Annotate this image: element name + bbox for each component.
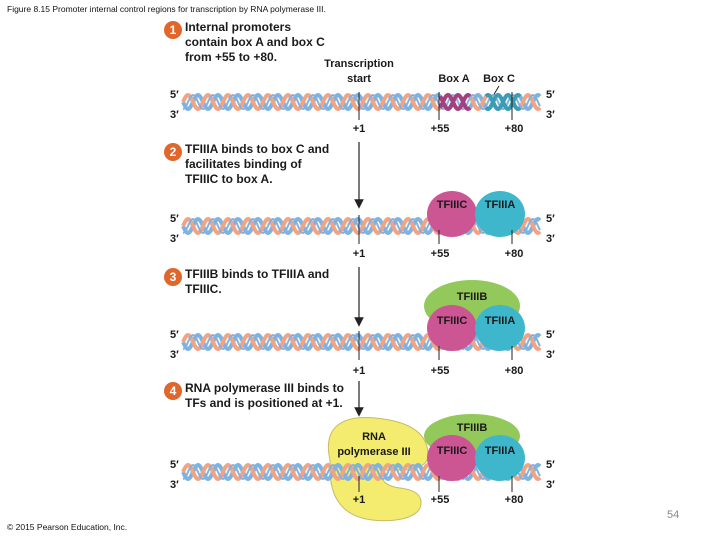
step-1-line-3: from +55 to +80.	[185, 50, 277, 64]
box-a-region	[438, 92, 472, 112]
five-prime-right-1: 5′	[546, 89, 555, 101]
pos-plus80-2: +80	[505, 248, 524, 260]
transcription-start-label-2: start	[347, 73, 371, 85]
five-prime-right-2: 5′	[546, 213, 555, 225]
three-prime-left-1: 3′	[170, 109, 179, 121]
transcription-start-label-1: Transcription	[324, 58, 394, 70]
tfiiic-label-3: TFIIIC	[437, 315, 468, 327]
tfiiic-protein-3	[427, 305, 477, 351]
step-3-line-1: TFIIIB binds to TFIIIA and	[185, 267, 329, 281]
three-prime-right-2: 3′	[546, 233, 555, 245]
five-prime-right-3: 5′	[546, 329, 555, 341]
pos-plus55-4: +55	[431, 494, 450, 506]
rna-pol-label-1: RNA	[362, 431, 386, 443]
five-prime-left-4: 5′	[170, 459, 179, 471]
step-2: 2 TFIIIA binds to box C and facilitates …	[164, 142, 555, 260]
dna-strand-blue-inner	[182, 333, 541, 351]
pos-plus1-1: +1	[353, 123, 366, 135]
three-prime-right-1: 3′	[546, 109, 555, 121]
step-4: 4 RNA polymerase III binds to TFs and is…	[164, 381, 555, 522]
step-1-number: 1	[170, 23, 177, 37]
dna-strand-blue-inner	[182, 93, 541, 111]
three-prime-left-3: 3′	[170, 349, 179, 361]
dna-strand-blue-inner	[182, 217, 541, 235]
tfiiia-label-3: TFIIIA	[485, 315, 516, 327]
step-4-line-1: RNA polymerase III binds to	[185, 381, 344, 395]
step-2-line-1: TFIIIA binds to box C and	[185, 142, 329, 156]
step-3-number: 3	[170, 270, 177, 284]
tfiiia-protein-2	[475, 191, 525, 237]
box-c-region	[484, 92, 522, 112]
step-1-line-1: Internal promoters	[185, 20, 291, 34]
tfiiic-label-2: TFIIIC	[437, 199, 468, 211]
rna-pol-label-2: polymerase III	[337, 446, 410, 458]
dna-strand-blue-inner	[182, 463, 541, 481]
three-prime-left-4: 3′	[170, 479, 179, 491]
step-4-line-2: TFs and is positioned at +1.	[185, 396, 343, 410]
five-prime-left-2: 5′	[170, 213, 179, 225]
step-1: 1 Internal promoters contain box A and b…	[164, 20, 555, 135]
pos-plus80-1: +80	[505, 123, 524, 135]
tfiiia-protein-3	[475, 305, 525, 351]
three-prime-left-2: 3′	[170, 233, 179, 245]
step-2-line-3: TFIIIC to box A.	[185, 172, 273, 186]
dna-helix-1	[181, 92, 542, 112]
pos-plus55-2: +55	[431, 248, 450, 260]
tfiiib-label-3: TFIIIB	[457, 291, 488, 303]
five-prime-right-4: 5′	[546, 459, 555, 471]
pos-plus1-4: +1	[353, 494, 366, 506]
pos-plus1-2: +1	[353, 248, 366, 260]
copyright-notice: © 2015 Pearson Education, Inc.	[7, 522, 128, 532]
pos-plus55-1: +55	[431, 123, 450, 135]
step-3-number-circle	[164, 268, 182, 286]
step-3: 3 TFIIIB binds to TFIIIA and TFIIIC. 5′ …	[164, 267, 555, 377]
step-3-line-2: TFIIIC.	[185, 282, 222, 296]
pos-plus1-3: +1	[353, 365, 366, 377]
tfiiia-protein-4	[475, 435, 525, 481]
figure-caption: Figure 8.15 Promoter internal control re…	[7, 4, 326, 14]
step-1-number-circle	[164, 21, 182, 39]
box-c-label: Box C	[483, 73, 515, 85]
tfiiib-label-4: TFIIIB	[457, 422, 488, 434]
step-1-line-2: contain box A and box C	[185, 35, 325, 49]
pos-plus55-3: +55	[431, 365, 450, 377]
tfiiia-label-2: TFIIIA	[485, 199, 516, 211]
page-number: 54	[667, 509, 680, 521]
tfiiic-label-4: TFIIIC	[437, 445, 468, 457]
box-a-region	[438, 92, 472, 112]
five-prime-left-1: 5′	[170, 89, 179, 101]
three-prime-right-3: 3′	[546, 349, 555, 361]
tfiiic-protein-2	[427, 191, 477, 237]
step-2-number-circle	[164, 143, 182, 161]
three-prime-right-4: 3′	[546, 479, 555, 491]
step-4-number-circle	[164, 382, 182, 400]
five-prime-left-3: 5′	[170, 329, 179, 341]
step-4-number: 4	[170, 384, 177, 398]
box-a-label: Box A	[438, 73, 469, 85]
pos-plus80-4: +80	[505, 494, 524, 506]
tfiiia-label-4: TFIIIA	[485, 445, 516, 457]
tfiiic-protein-4	[427, 435, 477, 481]
pos-plus80-3: +80	[505, 365, 524, 377]
step-2-number: 2	[170, 145, 177, 159]
step-2-line-2: facilitates binding of	[185, 157, 303, 171]
